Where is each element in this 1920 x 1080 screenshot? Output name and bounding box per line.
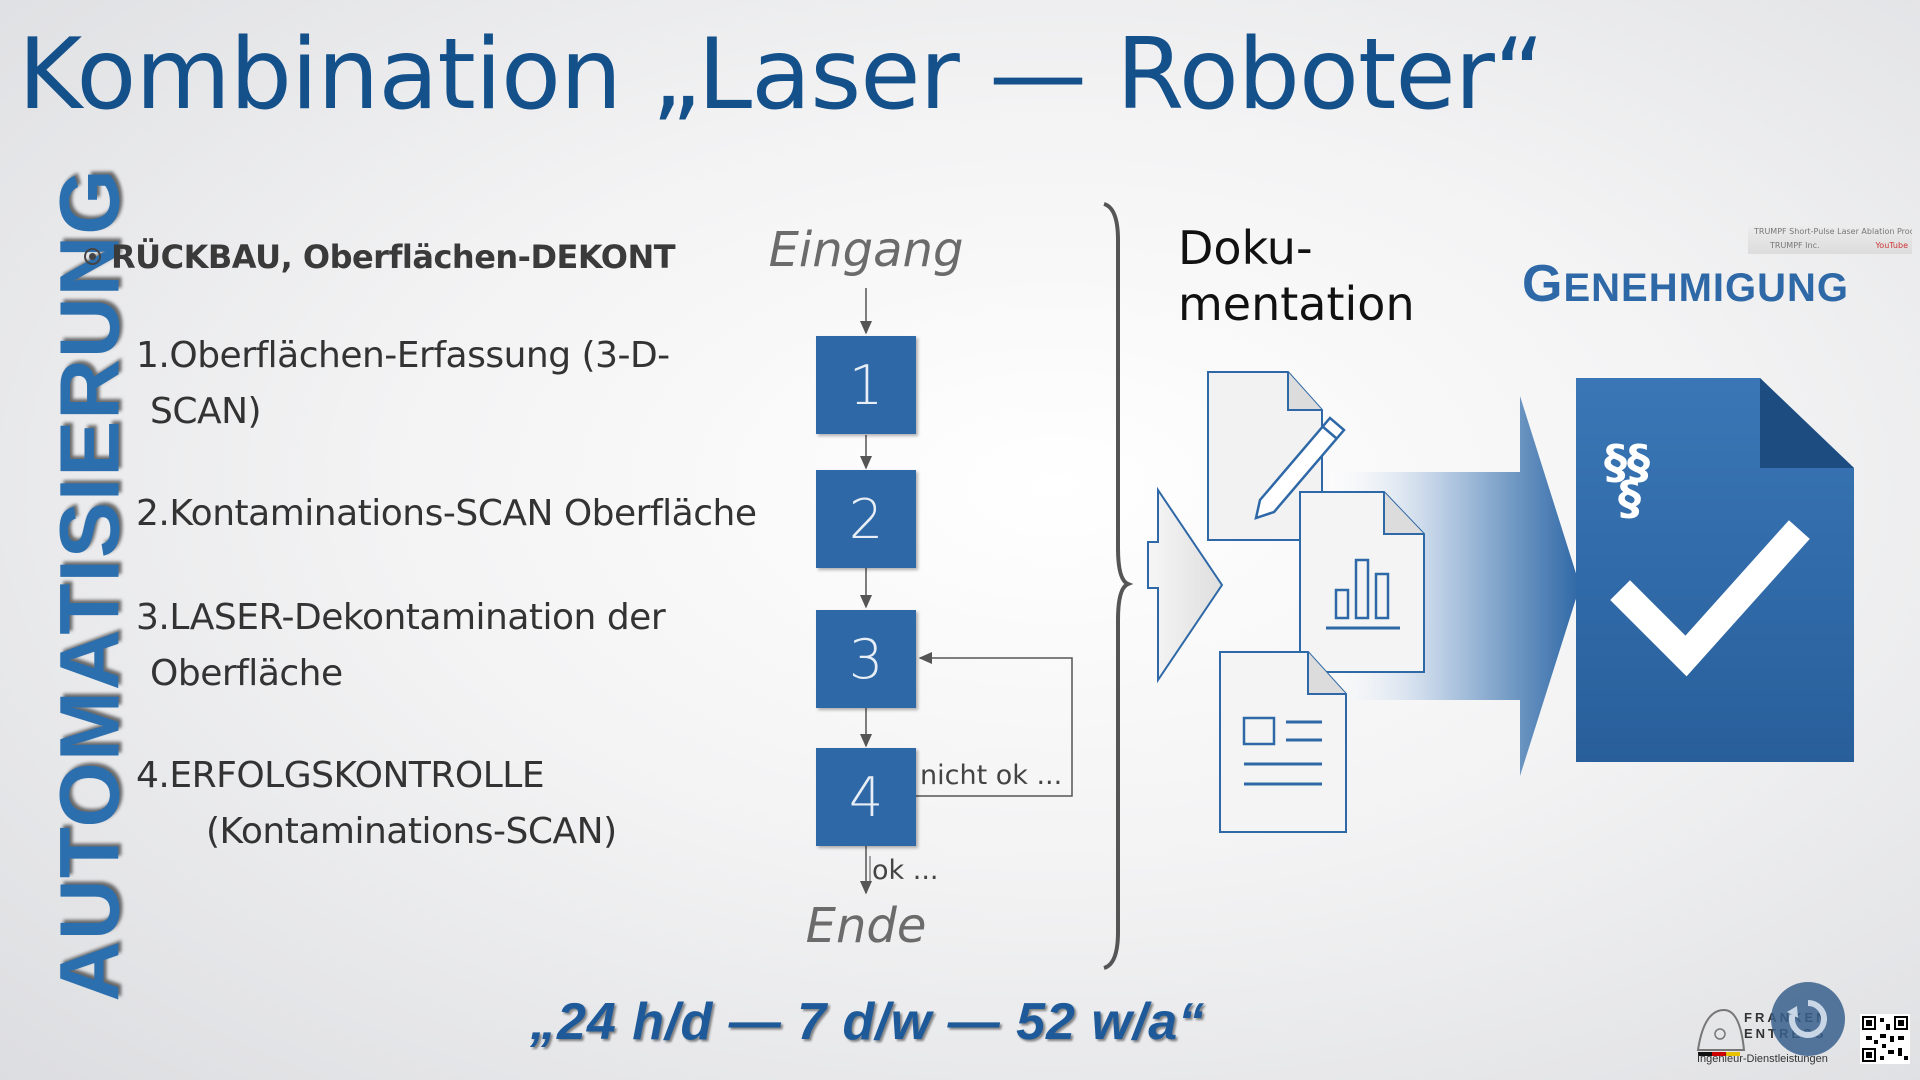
text-document-icon: [1219, 651, 1347, 833]
chart-document-icon: [1299, 491, 1425, 673]
approval-label: GENEHMIGUNG: [1522, 254, 1849, 314]
bullet-text: RÜCKBAU, Oberflächen-DEKONT: [111, 238, 676, 276]
checkmark-icon: [1610, 520, 1810, 677]
curly-brace: [1103, 202, 1134, 970]
pencil-document-icon: [1207, 371, 1346, 541]
step-number: 3.: [136, 597, 170, 638]
qr-code-icon: [1860, 1014, 1910, 1064]
step-text: Oberflächen-Erfassung (3-D-: [169, 335, 670, 376]
flow-start-label: Eingang: [768, 222, 964, 278]
reload-button[interactable]: [1771, 982, 1845, 1056]
svg-text:§§: §§: [1604, 435, 1650, 489]
step-number: 4.: [136, 755, 170, 796]
flow-box-3: 3: [816, 610, 916, 708]
approval-rest: ENEHMIGUNG: [1563, 266, 1850, 310]
slide-title: Kombination „Laser — Roboter“: [18, 18, 1545, 132]
video-title: TRUMPF Short-Pulse Laser Ablation Proces…: [1754, 227, 1912, 236]
bullet-icon: [84, 248, 101, 265]
paragraph-approval-document-icon: §§ §: [1576, 378, 1854, 762]
flow-box-4: 4: [816, 748, 916, 846]
input-arrow: [1147, 486, 1224, 684]
logo-subtitle: Ingenieur-Dienstleistungen: [1697, 1053, 1828, 1065]
step-text-cont: (Kontaminations-SCAN): [206, 811, 617, 852]
flow-box-2: 2: [816, 470, 916, 568]
documentation-label: Doku- mentation: [1178, 220, 1415, 332]
approval-initial: G: [1522, 255, 1564, 313]
slogan: „24 h/d — 7 d/w — 52 w/a“: [530, 993, 1206, 1051]
step-text: Kontaminations-SCAN Oberfläche: [169, 493, 757, 534]
step-text-cont: SCAN): [150, 391, 262, 432]
company-logo: [1696, 1008, 1746, 1056]
video-channel: TRUMPF Inc.: [1770, 241, 1820, 250]
step-4: 4.ERFOLGSKONTROLLE (Kontaminations-SCAN): [136, 748, 617, 860]
documentation-line1: Doku-: [1178, 221, 1313, 275]
video-thumbnail[interactable]: TRUMPF Short-Pulse Laser Ablation Proces…: [1748, 226, 1912, 254]
step-number: 1.: [136, 335, 170, 376]
feedback-loop-arrow: [916, 652, 1073, 797]
main-bullet: RÜCKBAU, Oberflächen-DEKONT: [84, 238, 676, 276]
ok-label: ok ...: [872, 855, 939, 886]
step-3: 3.LASER-Dekontamination der Oberfläche: [136, 590, 666, 702]
step-text: ERFOLGSKONTROLLE: [169, 755, 545, 796]
step-1: 1.Oberflächen-Erfassung (3-D- SCAN): [136, 328, 670, 440]
flow-box-1: 1: [816, 336, 916, 434]
youtube-badge: YouTube: [1875, 241, 1908, 250]
documentation-line2: mentation: [1178, 277, 1415, 331]
flow-end-label: Ende: [805, 898, 927, 954]
step-text: LASER-Dekontamination der: [169, 597, 666, 638]
not-ok-label: nicht ok ...: [920, 760, 1063, 791]
svg-text:§: §: [1618, 471, 1641, 525]
step-2: 2.Kontaminations-SCAN Oberfläche: [136, 486, 757, 542]
reload-icon: [1787, 1000, 1827, 1038]
step-text-cont: Oberfläche: [150, 653, 343, 694]
step-number: 2.: [136, 493, 170, 534]
process-arrow: [1330, 396, 1580, 776]
